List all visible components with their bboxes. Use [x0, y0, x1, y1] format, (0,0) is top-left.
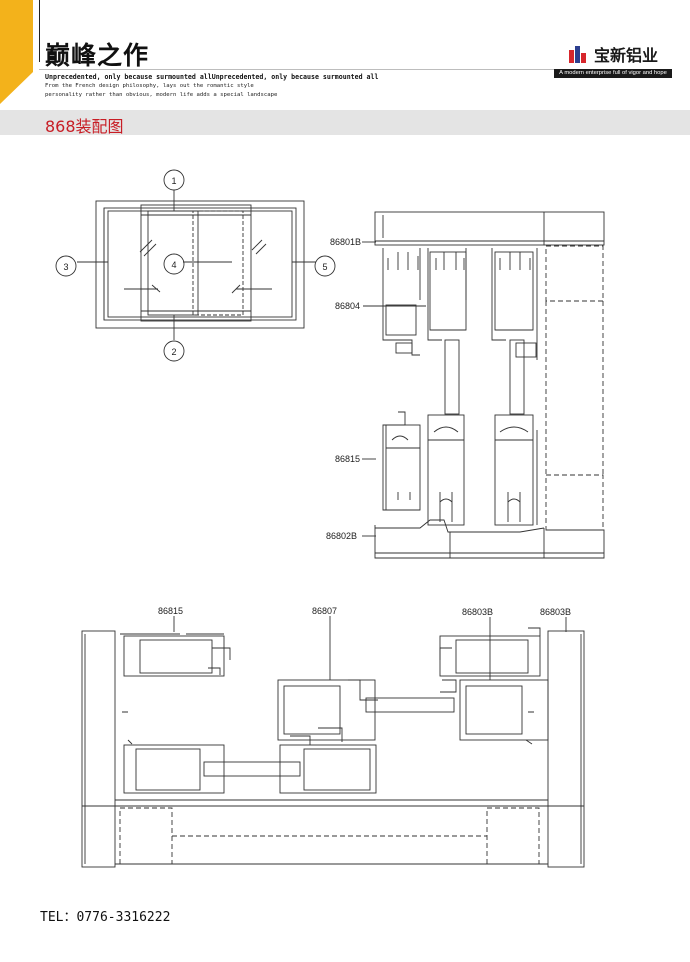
label-86815: 86815	[335, 454, 360, 464]
brand-mark-icon	[569, 46, 586, 63]
section-title: 868装配图	[45, 117, 124, 136]
marker-1: 1	[171, 176, 176, 186]
tagline-bold: Unprecedented, only because surmounted a…	[45, 73, 379, 81]
tagline-line-3: personality rather than obvious, modern …	[45, 92, 278, 98]
marker-2: 2	[171, 347, 176, 357]
label-86804: 86804	[335, 301, 360, 311]
label-86801b: 86801B	[330, 237, 361, 247]
marker-3: 3	[63, 262, 68, 272]
label-86807: 86807	[312, 606, 337, 616]
horizontal-section-labels: 86815 86807 86803B 86803B	[158, 606, 571, 617]
vertical-section-labels: 86801B 86804 86815 86802B	[326, 237, 361, 541]
brand-logo: 宝新铝业	[568, 42, 658, 66]
corner-accent	[0, 0, 33, 104]
marker-5: 5	[322, 262, 327, 272]
label-86803b-right: 86803B	[540, 607, 571, 617]
label-86815-bottom: 86815	[158, 606, 183, 616]
header-rule	[39, 69, 659, 70]
section-header	[0, 110, 690, 135]
tagline-line-2: From the French design philosophy, lays …	[45, 83, 254, 89]
brand-slogan: A modern enterprise full of vigor and ho…	[554, 69, 672, 78]
label-86802b: 86802B	[326, 531, 357, 541]
page-title: 巅峰之作	[45, 41, 150, 70]
header-divider	[39, 0, 40, 62]
label-86803b-left: 86803B	[462, 607, 493, 617]
horizontal-section	[81, 616, 585, 868]
elevation-markers: 1 2 3 4 5	[63, 176, 327, 357]
brand-name: 宝新铝业	[594, 46, 659, 65]
footer-tel: TEL：0776-3316222	[40, 910, 171, 925]
vertical-section	[362, 211, 605, 559]
window-elevation	[55, 169, 336, 362]
marker-4: 4	[171, 260, 176, 270]
